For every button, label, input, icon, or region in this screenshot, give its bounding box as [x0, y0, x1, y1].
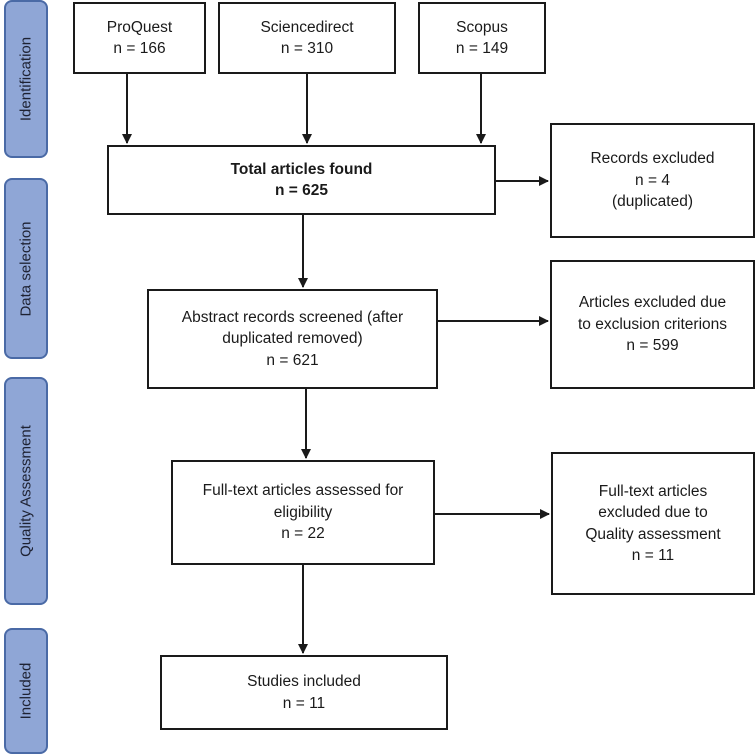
excluded-quality-count: n = 11	[631, 546, 675, 564]
stage-identification: Identification	[4, 0, 48, 158]
stage-data-selection: Data selection	[4, 178, 48, 359]
source-proquest-box: ProQuest n = 166	[73, 2, 206, 74]
source-scopus-name: Scopus	[456, 18, 508, 36]
screened-records-line2: duplicated removed)	[222, 330, 363, 348]
excluded-duplicates-box: Records excluded n = 4 (duplicated)	[550, 123, 755, 238]
studies-included-count: n = 11	[282, 694, 326, 712]
studies-included-box: Studies included n = 11	[160, 655, 448, 730]
source-proquest-count: n = 166	[113, 40, 166, 57]
excluded-criteria-count: n = 599	[626, 337, 679, 355]
source-sciencedirect-count: n = 310	[280, 40, 334, 57]
fulltext-assessed-box: Full-text articles assessed for eligibil…	[171, 460, 435, 565]
excluded-quality-box: Full-text articles excluded due to Quali…	[551, 452, 755, 595]
screened-records-count: n = 621	[266, 351, 319, 369]
excluded-quality-line3: Quality assessment	[585, 525, 721, 543]
source-scopus-box: Scopus n = 149	[418, 2, 546, 74]
stage-quality-assessment: Quality Assessment	[4, 377, 48, 605]
total-articles-count: n = 625	[275, 182, 328, 199]
excluded-duplicates-label: Records excluded	[590, 150, 715, 168]
total-articles-box: Total articles found n = 625	[107, 145, 496, 215]
fulltext-assessed-line2: eligibility	[273, 503, 333, 521]
excluded-quality-line1: Full-text articles	[598, 482, 708, 500]
screened-records-line1: Abstract records screened (after	[181, 308, 404, 326]
studies-included-label: Studies included	[247, 673, 361, 691]
fulltext-assessed-count: n = 22	[281, 525, 325, 543]
source-proquest-name: ProQuest	[106, 18, 173, 36]
source-sciencedirect-box: Sciencedirect n = 310	[218, 2, 396, 74]
fulltext-assessed-line1: Full-text articles assessed for	[202, 482, 404, 500]
excluded-criteria-line1: Articles excluded due	[578, 294, 727, 312]
screened-records-box: Abstract records screened (after duplica…	[147, 289, 438, 389]
excluded-duplicates-count: n = 4	[635, 171, 670, 189]
excluded-criteria-line2: to exclusion criterions	[577, 315, 728, 333]
stage-included: Included	[4, 628, 48, 754]
excluded-criteria-box: Articles excluded due to exclusion crite…	[550, 260, 755, 389]
excluded-quality-line2: excluded due to	[598, 504, 708, 522]
source-scopus-count: n = 149	[455, 40, 509, 57]
total-articles-title: Total articles found	[230, 160, 373, 178]
source-sciencedirect-name: Sciencedirect	[260, 18, 354, 36]
excluded-duplicates-note: (duplicated)	[612, 193, 693, 211]
